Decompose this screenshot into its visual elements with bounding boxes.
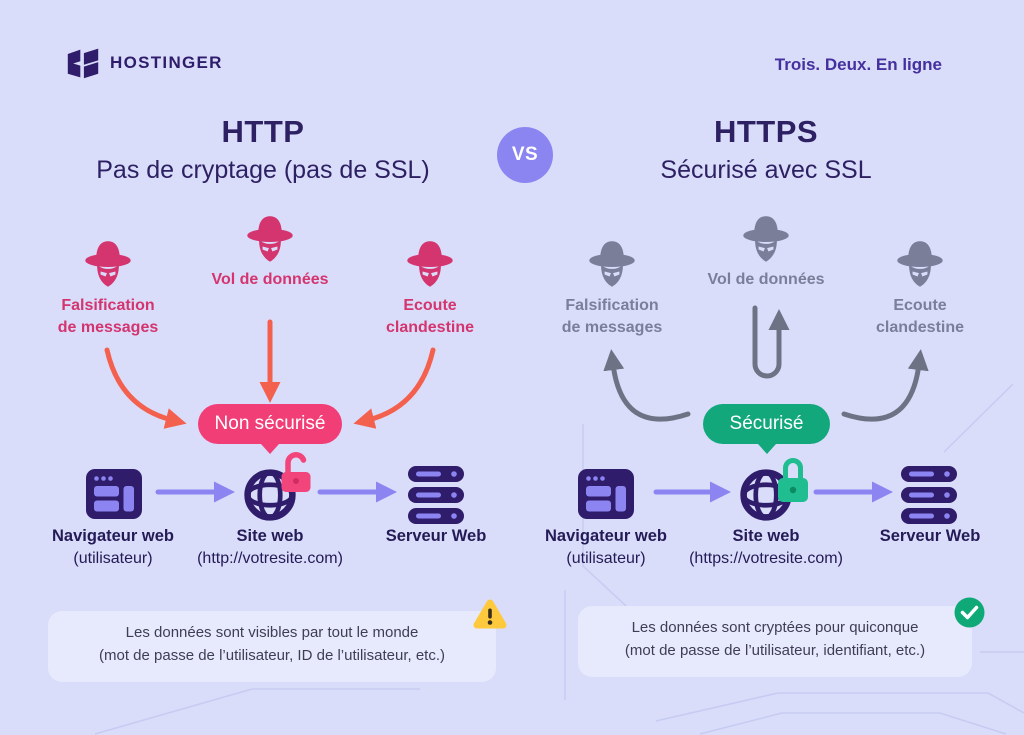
browser-label: Navigateur web [52,527,174,545]
open-lock-icon [281,452,311,492]
warning-icon [473,599,507,629]
browser-label: Navigateur web [545,527,667,545]
browser-sublabel: (utilisateur) [566,550,646,567]
secure-badge: Sécurisé [703,404,830,454]
threat-ecoute-line2: clandestine [875,319,965,336]
threat-vol: Vol de données [211,271,329,288]
http-note-line2: (mot de passe de l’utilisateur, ID de l’… [99,647,445,664]
check-icon [954,597,985,628]
server-icon [901,466,957,524]
vs-badge: VS [497,127,553,183]
https-note-box [578,606,972,677]
closed-lock-icon [778,458,808,502]
http-note-box [48,611,496,682]
http-note-line1: Les données sont visibles par tout le mo… [125,624,419,641]
non-secure-badge: Non sécurisé [198,404,342,454]
https-note-line1: Les données sont cryptées pour quiconque [631,619,919,636]
threat-falsification-line1: Falsification [61,297,155,314]
hostinger-logo-icon [67,48,99,79]
threat-ecoute-line1: Ecoute [893,297,947,314]
server-label: Serveur Web [879,527,981,545]
https-note-line2: (mot de passe de l’utilisateur, identifi… [624,642,926,659]
brand-tagline: Trois. Deux. En ligne [774,55,942,74]
browser-sublabel: (utilisateur) [73,550,153,567]
threat-vol: Vol de données [707,271,825,288]
hostinger-logo: HOSTINGER [66,46,223,80]
attack-arrows [104,319,436,429]
http-subtitle: Pas de cryptage (pas de SSL) [96,156,430,184]
threat-falsification-line1: Falsification [565,297,659,314]
https-title: HTTPS [713,114,819,149]
threat-ecoute-line1: Ecoute [403,297,457,314]
server-label: Serveur Web [385,527,487,545]
http-title: HTTP [221,114,305,149]
threat-ecoute-line2: clandestine [385,319,475,336]
browser-icon [578,469,634,519]
blocked-arrows [603,305,929,422]
non-secure-label: Non sécurisé [214,413,326,434]
brand-name: HOSTINGER [110,53,223,72]
site-url: (https://votresite.com) [689,550,843,567]
site-url: (http://votresite.com) [197,550,343,567]
threat-falsification-line2: de messages [561,319,663,336]
https-subtitle: Sécurisé avec SSL [660,156,872,184]
site-label: Site web [236,527,304,545]
browser-icon [86,469,142,519]
secure-label: Sécurisé [729,413,804,434]
site-label: Site web [732,527,800,545]
threat-falsification-line2: de messages [57,319,159,336]
vs-label: VS [511,144,539,165]
server-icon [408,466,464,524]
